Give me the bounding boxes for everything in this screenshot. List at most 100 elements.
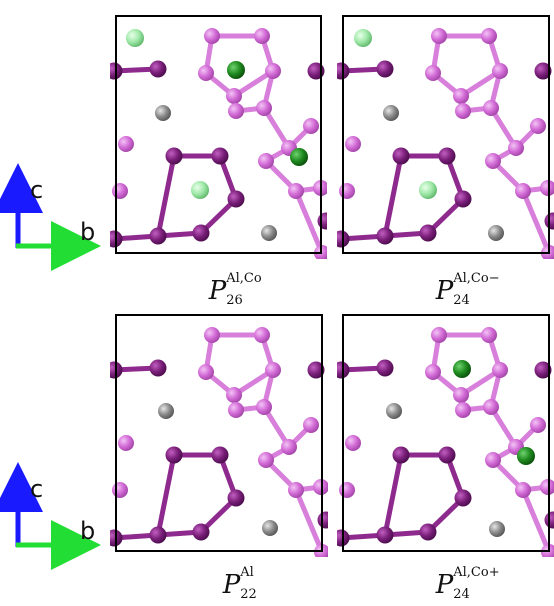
atom-light [485, 452, 501, 468]
c-axis-label-bottom: c [30, 475, 44, 503]
caption-subscript: 24 [453, 293, 470, 308]
atom-green-light [126, 29, 144, 47]
atom-light [485, 153, 501, 169]
atom-dark [438, 446, 456, 464]
atom-dark [534, 62, 552, 80]
atom-dark [419, 224, 437, 242]
atom-dark [211, 147, 229, 165]
atom-light [530, 118, 546, 134]
unit-cell-frame [115, 314, 323, 552]
atom-light [492, 362, 508, 378]
atom-dark [307, 361, 325, 379]
atom-light [228, 402, 244, 418]
atom-dark [438, 147, 456, 165]
atom-light [226, 88, 242, 104]
caption-symbol: P [435, 276, 454, 306]
atom-light [118, 435, 134, 451]
atom-light [256, 100, 272, 116]
unit-cell-frame [342, 15, 550, 254]
atom-light [303, 118, 319, 134]
atom-light [508, 140, 524, 156]
atom-light [455, 103, 471, 119]
atom-dark [534, 361, 552, 379]
bond-light [520, 188, 552, 256]
caption-subscript: 22 [240, 587, 257, 602]
atom-light [483, 399, 499, 415]
atom-dark [376, 227, 394, 245]
atom-dark [149, 60, 167, 78]
bond-dark [382, 452, 404, 538]
panel-p24p [337, 314, 554, 557]
bond-light [293, 487, 325, 555]
atom-light [226, 387, 242, 403]
caption-superscript: Al [240, 565, 254, 580]
atom-light [281, 439, 297, 455]
atom-light [453, 88, 469, 104]
atom-dark [337, 529, 350, 547]
atom-light [204, 327, 220, 343]
atom-light [228, 103, 244, 119]
atom-light [481, 28, 497, 44]
atom-dark [454, 489, 472, 507]
atom-dark [317, 511, 328, 529]
unit-cell-frame [115, 15, 322, 254]
caption-superscript: Al,Co+ [453, 565, 500, 580]
atom-light [515, 482, 531, 498]
atom-dark [376, 526, 394, 544]
atom-dark [376, 359, 394, 377]
atom-dark [149, 359, 167, 377]
caption-subscript: 24 [453, 587, 470, 602]
atom-light [425, 65, 441, 81]
atom-light [530, 417, 546, 433]
atom-light [254, 28, 270, 44]
atom-light [265, 362, 281, 378]
atom-dark [192, 224, 210, 242]
atom-light [265, 63, 281, 79]
atom-green-light [419, 181, 437, 199]
atom-light [288, 183, 304, 199]
atom-light [481, 327, 497, 343]
atom-green-dark [290, 148, 308, 166]
caption-subscript: 26 [226, 293, 243, 308]
atom-light [254, 327, 270, 343]
atom-light [303, 417, 319, 433]
atom-light [118, 136, 134, 152]
caption-symbol: P [435, 570, 454, 600]
atom-light [492, 63, 508, 79]
axis-indicator-top [0, 163, 101, 271]
atom-light [198, 364, 214, 380]
caption-symbol: P [222, 570, 241, 600]
atom-dark [110, 361, 123, 379]
caption-superscript: Al,Co− [453, 271, 500, 286]
caption-superscript: Al,Co [226, 271, 262, 286]
atom-dark [227, 190, 245, 208]
atom-light [339, 482, 355, 498]
atom-dark [110, 230, 123, 248]
panel-p22 [110, 314, 328, 557]
atom-light [258, 153, 274, 169]
atom-light [339, 183, 355, 199]
bond-dark [382, 153, 404, 239]
atom-light [288, 482, 304, 498]
caption-symbol: P [208, 276, 227, 306]
atom-gray [383, 105, 399, 121]
atom-dark [376, 60, 394, 78]
atom-dark [337, 361, 350, 379]
atom-green-light [354, 29, 372, 47]
atom-gray [155, 105, 171, 121]
axis-indicator-bottom [0, 462, 101, 570]
atom-light [345, 435, 361, 451]
atom-green-dark [517, 447, 535, 465]
atom-green-dark [227, 61, 245, 79]
atom-dark [227, 489, 245, 507]
atom-dark [392, 446, 410, 464]
atom-dark [149, 526, 167, 544]
atom-gray [489, 521, 505, 537]
atom-light [540, 479, 554, 495]
b-axis-label-top: b [80, 218, 96, 246]
atom-dark [337, 62, 350, 80]
unit-cell-frame [342, 314, 550, 552]
